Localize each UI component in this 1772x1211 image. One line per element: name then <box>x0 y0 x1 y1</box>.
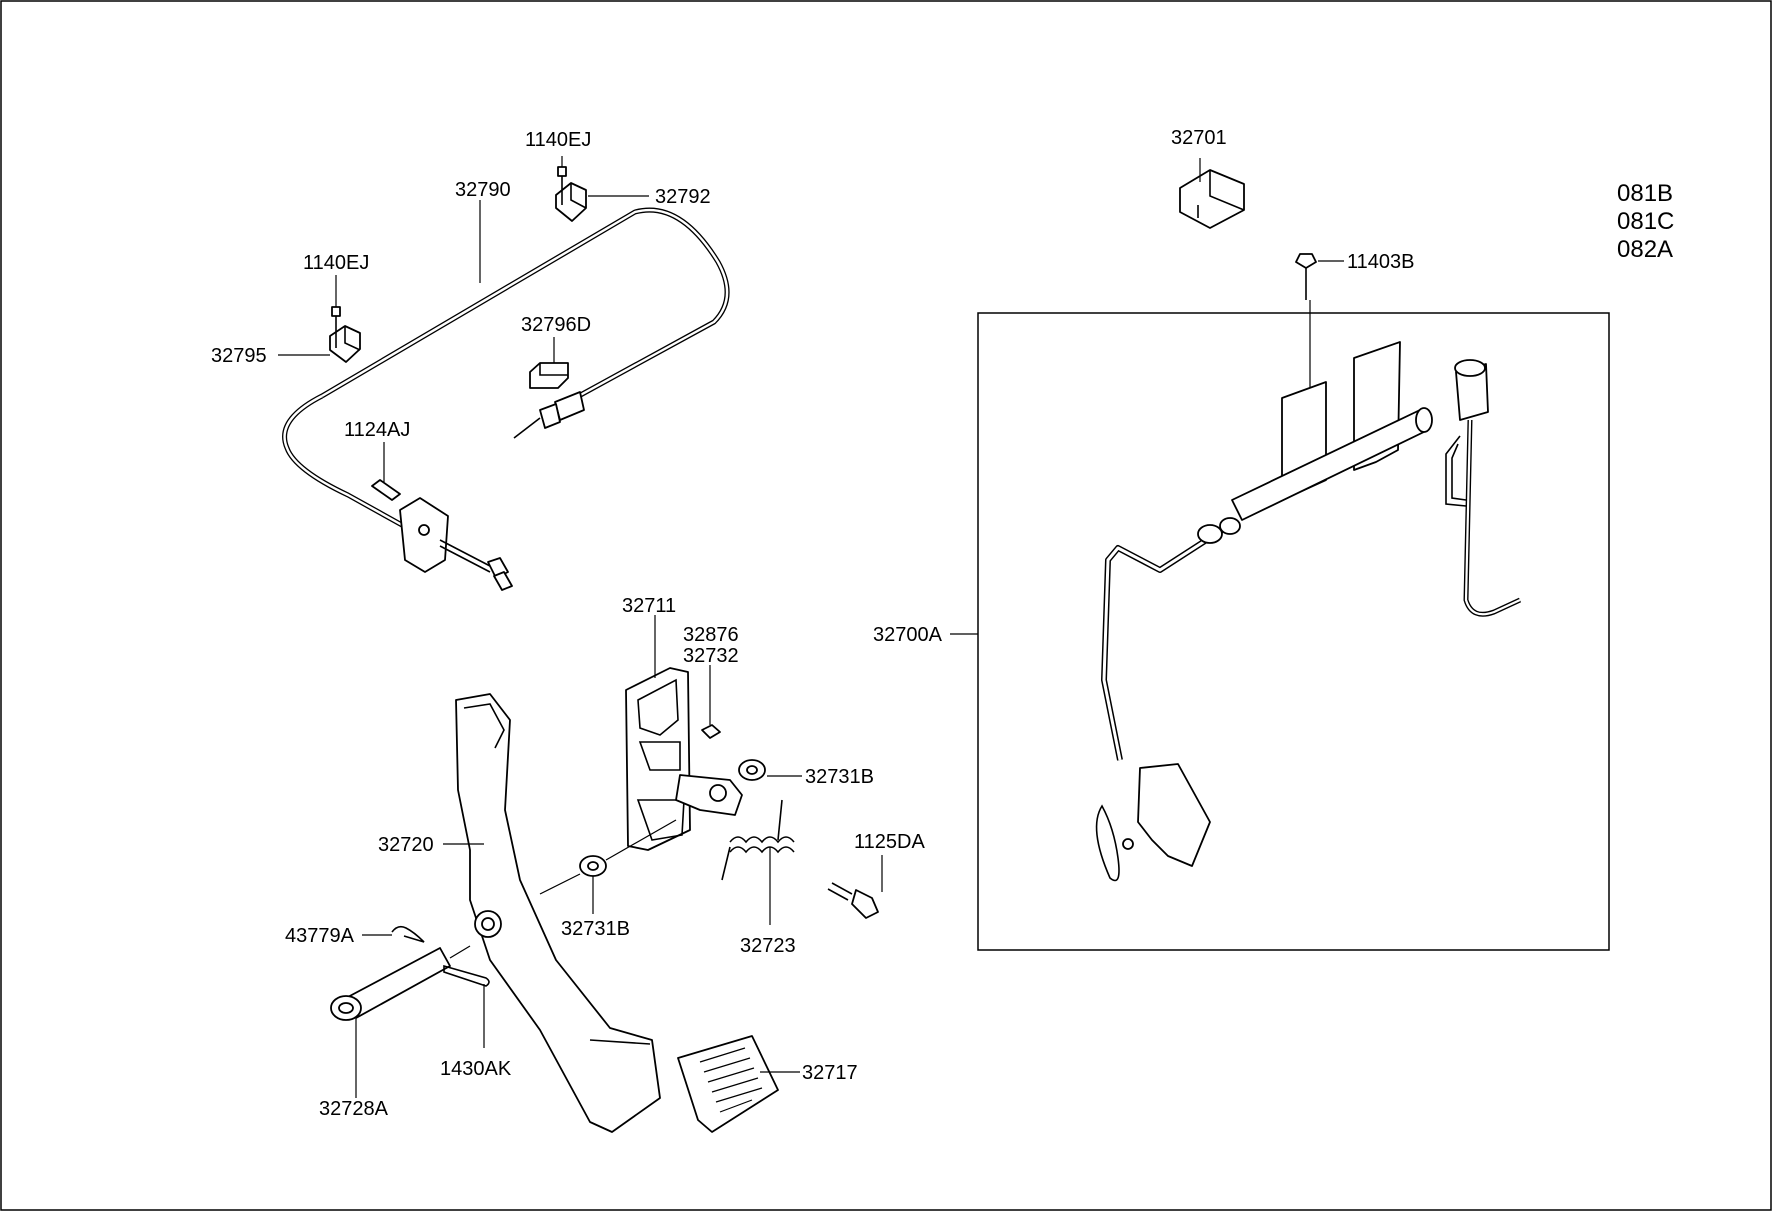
label-1140ej-left: 1140EJ <box>303 252 369 274</box>
label-43779a: 43779A <box>285 925 355 947</box>
label-1124aj: 1124AJ <box>344 419 410 441</box>
label-32711: 32711 <box>622 595 676 617</box>
part-labels: 1140EJ 32792 32790 1140EJ 32795 32796D 1… <box>211 127 1414 1120</box>
label-32790: 32790 <box>455 179 511 201</box>
label-1430ak: 1430AK <box>440 1058 512 1080</box>
label-32792: 32792 <box>655 186 711 208</box>
label-32876: 32876 <box>683 624 739 646</box>
assembly-box <box>977 312 1610 951</box>
label-32796d: 32796D <box>521 314 591 336</box>
model-code-081b: 081B <box>1617 180 1673 207</box>
label-32701: 32701 <box>1171 127 1227 149</box>
pedal-assy-box-drawing <box>977 169 1610 951</box>
label-32720: 32720 <box>378 834 434 856</box>
model-code-081c: 081C <box>1617 208 1674 235</box>
label-32723: 32723 <box>740 935 796 957</box>
label-32717: 32717 <box>802 1062 858 1084</box>
model-code-082a: 082A <box>1617 236 1673 263</box>
label-32732: 32732 <box>683 645 739 667</box>
label-11403b: 11403B <box>1347 251 1414 273</box>
label-32795: 32795 <box>211 345 267 367</box>
label-32731b-lower: 32731B <box>561 918 630 940</box>
label-32731b-right: 32731B <box>805 766 874 788</box>
model-codes: 081B 081C 082A <box>1617 180 1674 263</box>
label-1125da: 1125DA <box>854 831 925 853</box>
label-1140ej-top: 1140EJ <box>525 129 591 151</box>
cable-assembly-drawing <box>282 166 730 591</box>
label-32700a: 32700A <box>873 624 943 646</box>
label-32728a: 32728A <box>319 1098 389 1120</box>
leader-lines <box>278 156 1344 1098</box>
pedal-assembly-drawing <box>330 667 879 1133</box>
